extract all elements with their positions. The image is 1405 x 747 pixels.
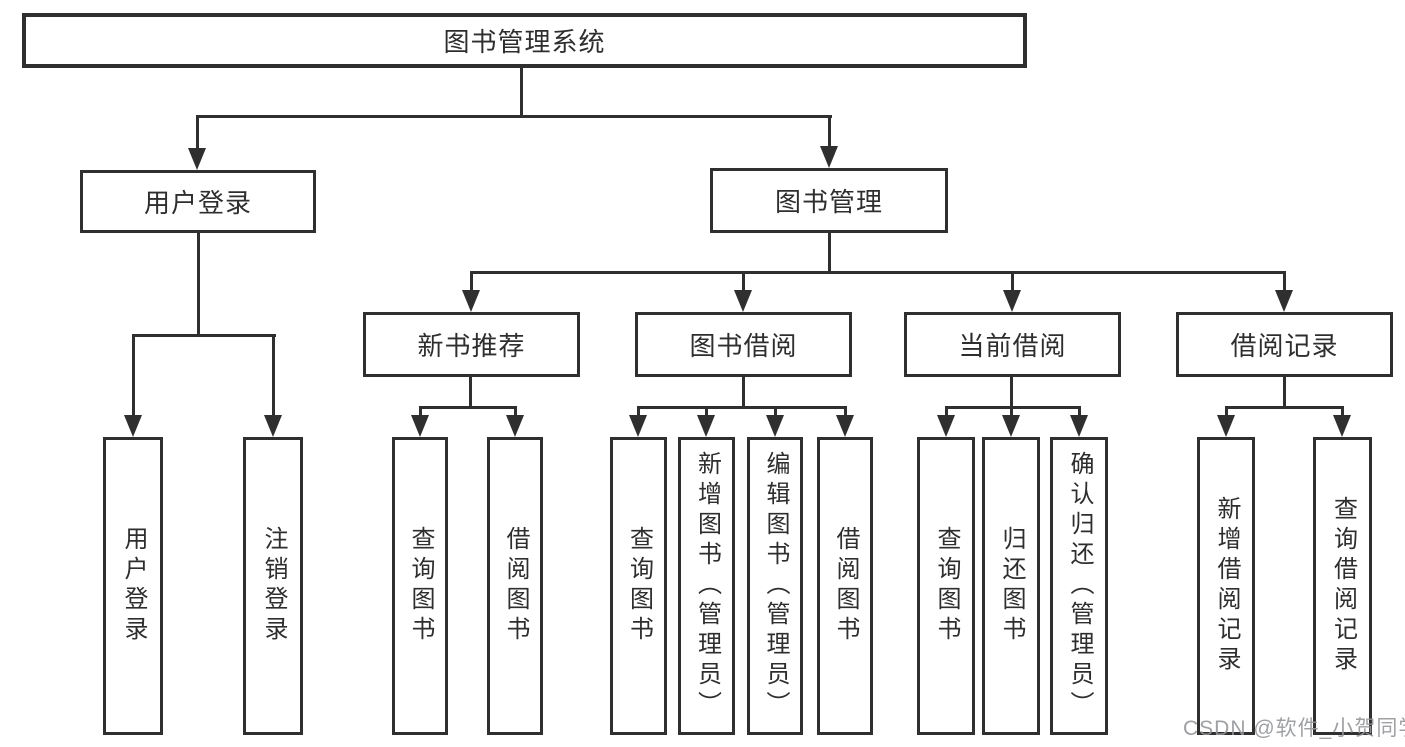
connector-current-borrow-stem bbox=[1010, 377, 1013, 408]
node-borrow-records: 借阅记录 bbox=[1176, 312, 1393, 377]
node-current-borrow: 当前借阅 bbox=[904, 312, 1121, 377]
connector-book-borrow-branch bbox=[637, 406, 847, 409]
leaf-borrow-books-recommend: 借阅图书 bbox=[487, 437, 543, 735]
node-new-book-recommend: 新书推荐 bbox=[363, 312, 580, 377]
leaf-query-borrow-record: 查询借阅记录 bbox=[1313, 437, 1372, 735]
leaf-edit-books-admin: 编辑图书（管理员） bbox=[747, 437, 803, 735]
arrow-leaf-icon bbox=[506, 406, 524, 437]
arrow-leaf-icon bbox=[1002, 406, 1020, 437]
arrow-to-leaf-logout-icon bbox=[264, 334, 282, 437]
leaf-query-books-recommend: 查询图书 bbox=[392, 437, 448, 735]
leaf-add-books-admin: 新增图书（管理员） bbox=[678, 437, 735, 735]
node-book-management: 图书管理 bbox=[710, 168, 948, 233]
connector-book-management-stem bbox=[828, 233, 831, 274]
arrow-to-book-management-icon bbox=[820, 115, 838, 168]
leaf-confirm-return-admin: 确认归还（管理员） bbox=[1050, 437, 1108, 735]
arrow-to-current-borrow-icon bbox=[1003, 271, 1021, 312]
arrow-leaf-icon bbox=[1217, 406, 1235, 437]
leaf-query-books-current: 查询图书 bbox=[917, 437, 975, 735]
leaf-user-login: 用户登录 bbox=[103, 437, 163, 735]
connector-user-login-stem bbox=[197, 233, 200, 337]
arrow-leaf-icon bbox=[1333, 406, 1351, 437]
connector-current-borrow-branch bbox=[945, 406, 1081, 409]
leaf-borrow-books: 借阅图书 bbox=[817, 437, 873, 735]
arrow-to-borrow-records-icon bbox=[1275, 271, 1293, 312]
arrow-leaf-icon bbox=[836, 406, 854, 437]
node-user-login: 用户登录 bbox=[80, 170, 316, 233]
connector-new-book-stem bbox=[469, 377, 472, 408]
arrow-leaf-icon bbox=[629, 406, 647, 437]
leaf-add-borrow-record: 新增借阅记录 bbox=[1197, 437, 1255, 735]
connector-root-branch bbox=[196, 115, 832, 118]
arrow-leaf-icon bbox=[411, 406, 429, 437]
leaf-logout: 注销登录 bbox=[243, 437, 303, 735]
arrow-to-book-borrow-icon bbox=[734, 271, 752, 312]
arrow-leaf-icon bbox=[937, 406, 955, 437]
connector-book-borrow-stem bbox=[742, 377, 745, 408]
arrow-to-new-book-recommend-icon bbox=[462, 271, 480, 312]
arrow-to-leaf-user-login-icon bbox=[124, 334, 142, 437]
leaf-query-books-borrow: 查询图书 bbox=[610, 437, 667, 735]
connector-borrow-records-stem bbox=[1283, 377, 1286, 408]
connector-user-login-branch bbox=[132, 334, 276, 337]
arrow-leaf-icon bbox=[1070, 406, 1088, 437]
connector-book-management-branch bbox=[470, 271, 1286, 274]
leaf-return-books: 归还图书 bbox=[982, 437, 1040, 735]
connector-borrow-records-branch bbox=[1225, 406, 1344, 409]
csdn-watermark: CSDN @软件_小贺同学 bbox=[1183, 717, 1405, 740]
node-root-library-system: 图书管理系统 bbox=[22, 13, 1027, 68]
node-book-borrow: 图书借阅 bbox=[635, 312, 852, 377]
connector-root-stem bbox=[520, 68, 523, 117]
arrow-leaf-icon bbox=[697, 406, 715, 437]
connector-new-book-branch bbox=[419, 406, 517, 409]
arrow-leaf-icon bbox=[766, 406, 784, 437]
arrow-to-user-login-icon bbox=[188, 115, 206, 170]
